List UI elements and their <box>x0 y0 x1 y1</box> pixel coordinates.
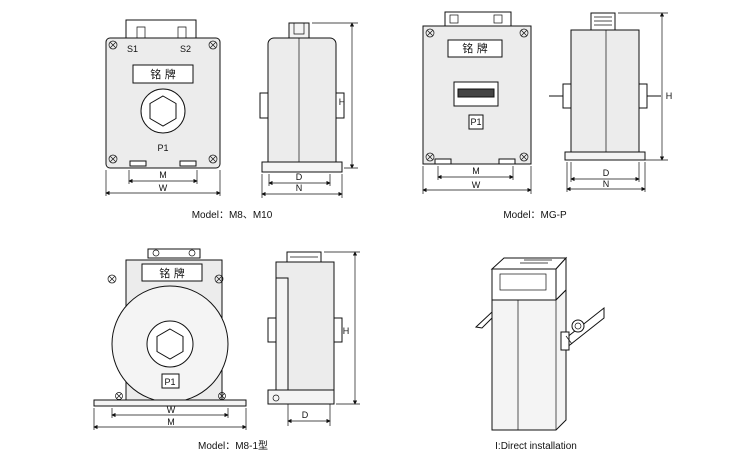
dim-w-label: W <box>472 180 481 190</box>
p1-marking: P1 <box>470 117 481 127</box>
p1-marking: P1 <box>157 143 168 153</box>
m8-1-front-view: 铭 牌 P1 W M <box>93 248 247 430</box>
mgp-side-view: D N H <box>549 12 673 192</box>
m8-side-view: D N H <box>259 22 358 198</box>
dim-n-label: N <box>603 179 610 189</box>
diagram-direct-installation: I:Direct installation <box>474 256 605 452</box>
dim-m-label: M <box>167 417 175 427</box>
m8-1-side-view: D H <box>267 251 360 426</box>
mgp-front-view: 铭 牌 P1 M W <box>422 11 532 194</box>
terminal-s1-label: S1 <box>127 44 138 54</box>
caption-m8-m10: Model：M8、M10 <box>192 210 273 221</box>
terminal-s2-label: S2 <box>180 44 191 54</box>
diagram-mg-p: 铭 牌 P1 M W D N <box>422 11 673 221</box>
m8-front-view: S1 S2 铭 牌 P1 M W <box>105 19 221 196</box>
caption-direct-installation: I:Direct installation <box>495 441 577 452</box>
caption-mg-p: Model：MG-P <box>503 210 567 221</box>
nameplate-label: 铭 牌 <box>150 67 176 81</box>
dim-w-label: W <box>167 405 176 415</box>
nameplate-label: 铭 牌 <box>159 266 185 280</box>
dim-h-label: H <box>343 326 350 336</box>
nameplate-label: 铭 牌 <box>462 41 488 55</box>
diagram-m8-m10: S1 S2 铭 牌 P1 M W <box>105 19 358 221</box>
dim-h-label: H <box>666 91 673 101</box>
diagram-m8-1: 铭 牌 P1 W M D <box>93 248 360 452</box>
dim-d-label: D <box>302 410 309 420</box>
dim-d-label: D <box>296 172 303 182</box>
dim-w-label: W <box>159 183 168 193</box>
dim-m-label: M <box>472 166 480 176</box>
dim-d-label: D <box>603 168 610 178</box>
p1-marking: P1 <box>164 377 175 387</box>
dim-m-label: M <box>159 170 167 180</box>
caption-m8-1: Model：M8-1型 <box>198 439 268 452</box>
dim-h-label: H <box>339 97 346 107</box>
dim-n-label: N <box>296 183 303 193</box>
